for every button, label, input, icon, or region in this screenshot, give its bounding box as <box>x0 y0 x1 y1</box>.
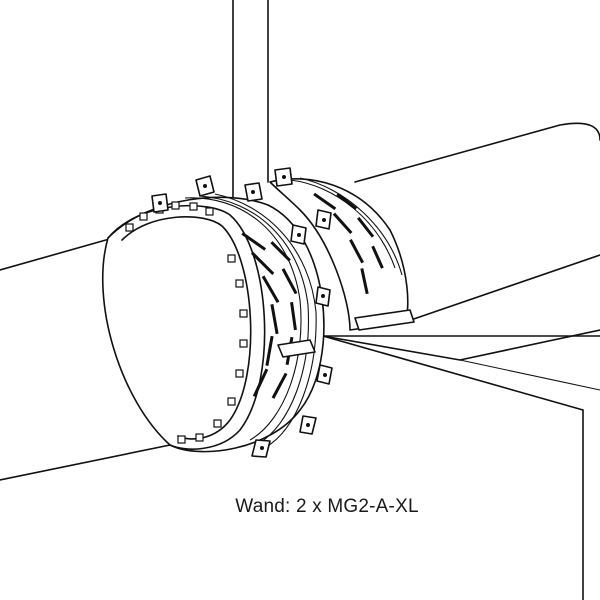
vertical-wall <box>232 0 269 201</box>
mounting-tabs-rear <box>274 167 332 230</box>
pipe <box>0 122 600 481</box>
clamp-lock-rear <box>354 309 415 331</box>
wall <box>322 329 600 600</box>
clamp-lock-front <box>277 339 316 358</box>
product-caption: Wand: 2 x MG2-A-XL <box>235 496 419 517</box>
band-slots-rear <box>313 192 384 295</box>
seal-sleeve-front <box>101 175 333 458</box>
seal-sleeve-rear <box>269 167 415 331</box>
seal-teeth-front <box>125 201 248 444</box>
band-slots-front <box>241 232 298 399</box>
mounting-tabs-front <box>151 175 333 458</box>
